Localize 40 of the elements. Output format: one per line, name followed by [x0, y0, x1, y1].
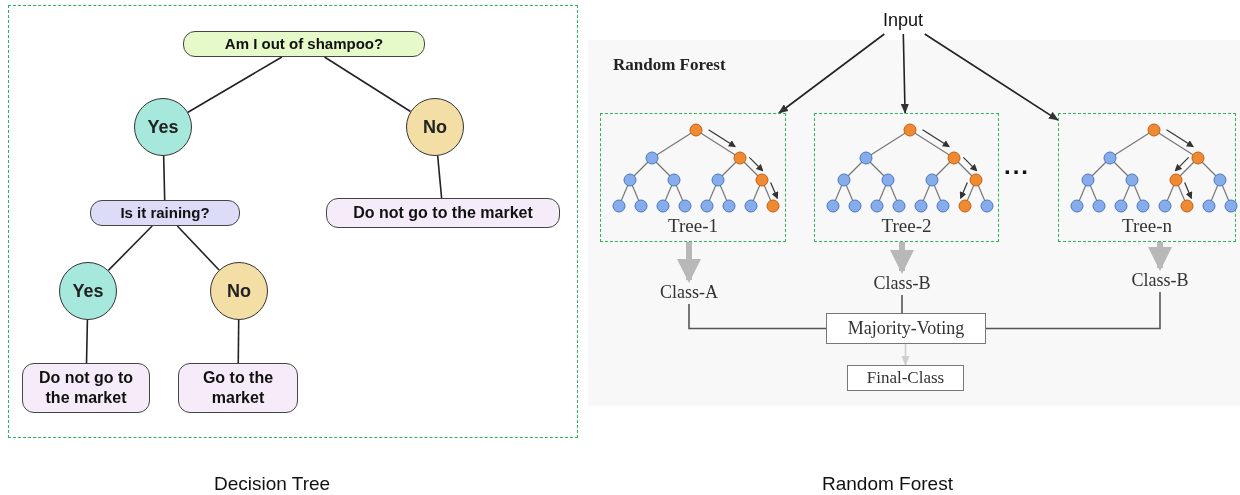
question-box: Is it raining?: [90, 200, 240, 226]
tree-panel: [814, 113, 999, 242]
tree-label: Tree-2: [880, 216, 933, 235]
arrow: [901, 343, 910, 366]
question-box: Am I out of shampoo?: [183, 31, 425, 57]
panel-label: Random Forest: [613, 54, 726, 76]
voting-box: Majority-Voting: [826, 313, 986, 344]
connector-line: [901, 294, 903, 314]
caption: Decision Tree: [214, 472, 331, 495]
input-label: Input: [868, 6, 938, 34]
connector-line: [187, 56, 283, 114]
connector-line: [85, 319, 89, 364]
connector-line: [107, 225, 153, 272]
tree-panel: [1058, 113, 1236, 242]
class-label: Class-B: [1116, 268, 1204, 292]
tree-panel: [600, 113, 786, 242]
dashed-panel: [8, 5, 578, 438]
connector-line: [176, 225, 220, 271]
ellipsis: ...: [1004, 151, 1030, 181]
connector-line: [237, 319, 240, 364]
connector-line: [162, 155, 166, 201]
result-box: Final-Class: [847, 365, 964, 391]
connector-line: [436, 155, 443, 199]
tree-label: Tree-n: [1121, 216, 1173, 235]
arrow: [1148, 242, 1172, 271]
caption: Random Forest: [822, 472, 953, 495]
connector-line: [985, 291, 1161, 330]
class-label: Class-B: [858, 271, 946, 295]
class-label: Class-A: [646, 280, 732, 304]
arrow: [677, 242, 701, 283]
tree-label: Tree-1: [667, 216, 719, 235]
arrow: [923, 33, 1059, 121]
arrow: [890, 242, 914, 274]
outcome-box: Go to the market: [178, 363, 298, 413]
outcome-box: Do not go to the market: [326, 198, 560, 228]
connector-line: [323, 56, 412, 113]
arrow: [778, 33, 886, 114]
arrow: [900, 33, 909, 114]
outcome-box: Do not go to the market: [22, 363, 150, 413]
connector-line: [688, 303, 827, 330]
